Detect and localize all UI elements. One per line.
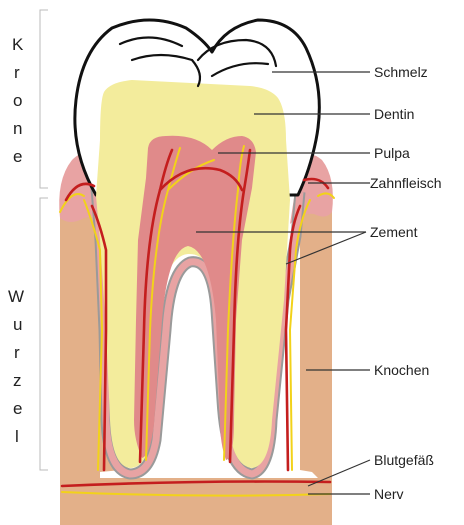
label-blutgefaess: Blutgefäß — [374, 452, 434, 468]
wurzel-letters: W u r z e l — [8, 287, 24, 446]
wurzel-letter: r — [14, 343, 20, 362]
krone-letter: o — [13, 91, 22, 110]
krone-letter: n — [13, 119, 22, 138]
section-brackets — [40, 10, 48, 470]
krone-letter: e — [13, 147, 22, 166]
label-zahnfleisch: Zahnfleisch — [370, 175, 442, 191]
wurzel-letter: e — [13, 399, 22, 418]
krone-bracket — [40, 10, 48, 188]
label-pulpa: Pulpa — [374, 145, 410, 161]
dentin — [96, 80, 290, 468]
krone-letter: K — [12, 35, 24, 54]
krone-letters: K r o n e — [12, 35, 24, 166]
wurzel-letter: z — [13, 371, 22, 390]
wurzel-letter: u — [13, 315, 22, 334]
wurzel-bracket — [40, 198, 48, 470]
wurzel-letter: W — [8, 287, 24, 306]
label-zement: Zement — [370, 224, 418, 240]
wurzel-letter: l — [15, 427, 19, 446]
label-nerv: Nerv — [374, 486, 404, 502]
label-schmelz: Schmelz — [374, 64, 428, 80]
krone-letter: r — [14, 63, 20, 82]
label-dentin: Dentin — [374, 106, 414, 122]
label-knochen: Knochen — [374, 362, 429, 378]
